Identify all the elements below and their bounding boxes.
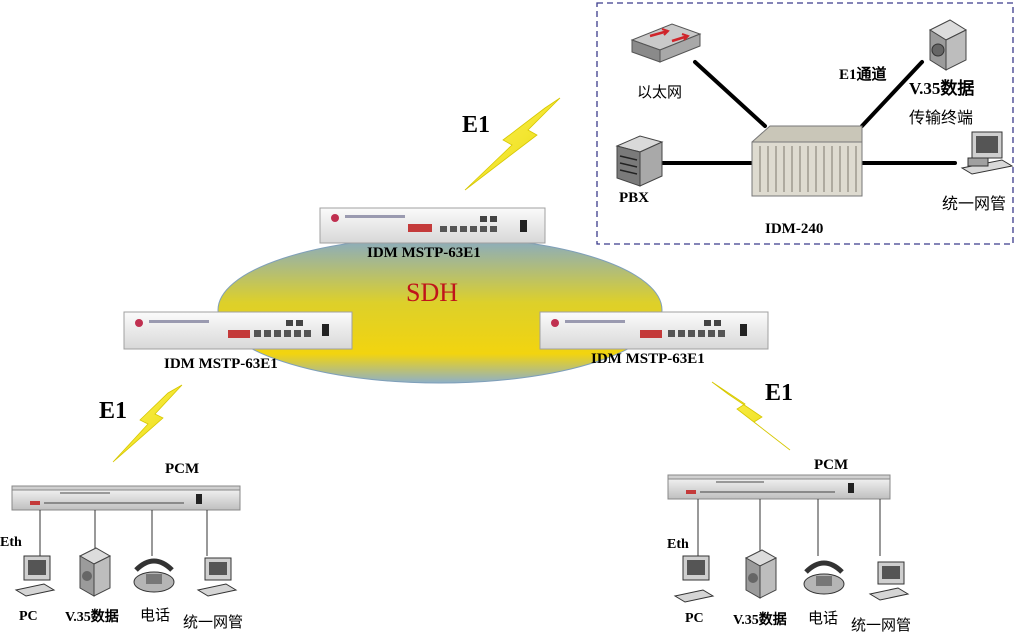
e1-label-right: E1 [765, 380, 794, 406]
pcm-left-pc: PC [19, 609, 38, 624]
pcm-right-nms: 统一网管 [851, 616, 912, 634]
idm-240-chassis [751, 125, 863, 197]
inset-idm240-label: IDM-240 [765, 221, 824, 237]
phone-right-icon [803, 560, 845, 595]
mstp-device-top [319, 207, 546, 244]
pcm-right-drops [697, 499, 881, 556]
inset-v35-line2: 传输终端 [909, 108, 974, 127]
pc-right-icon [673, 555, 715, 603]
v35-right-icon [744, 549, 778, 599]
lightning-top-icon [464, 97, 561, 191]
node-left-model: IDM MSTP-63E1 [164, 356, 278, 372]
pcm-right-eth: Eth [667, 537, 689, 552]
node-right-model: IDM MSTP-63E1 [591, 351, 705, 367]
pcm-device-right [667, 474, 891, 500]
inset-box [596, 2, 1014, 245]
sdh-ring-label: SDH [406, 278, 459, 307]
pcm-right-phone: 电话 [808, 609, 839, 627]
v35-terminal-icon [928, 19, 968, 71]
pcm-right-pc: PC [685, 611, 704, 626]
nms-left-icon [196, 557, 238, 597]
pcm-right-v35: V.35数据 [733, 613, 787, 628]
pcm-left-drops [39, 510, 208, 556]
pcm-device-left [11, 485, 241, 511]
lightning-right-icon [711, 381, 791, 451]
inset-links [661, 60, 957, 165]
pc-left-icon [14, 555, 56, 597]
nms-pc-icon [960, 131, 1014, 175]
e1-label-top: E1 [462, 112, 491, 138]
pcm-left-v35: V.35数据 [65, 610, 119, 625]
inset-v35-line1: V.35数据 [909, 79, 975, 98]
e1-label-left: E1 [99, 398, 128, 424]
lightning-left-icon [112, 384, 183, 463]
pcm-left-eth: Eth [0, 535, 22, 550]
inset-pbx-label: PBX [619, 190, 649, 206]
mstp-device-left [123, 311, 353, 350]
mstp-device-right [539, 311, 769, 350]
v35-left-icon [78, 547, 112, 597]
node-top-model: IDM MSTP-63E1 [367, 245, 481, 261]
pcm-left-phone: 电话 [140, 606, 171, 624]
pbx-server-icon [615, 135, 664, 187]
inset-ethernet-label: 以太网 [637, 83, 683, 101]
ethernet-switch-icon [630, 23, 702, 63]
pcm-right-title: PCM [814, 457, 849, 473]
inset-nms-label: 统一网管 [942, 194, 1007, 213]
pcm-left-title: PCM [165, 461, 200, 477]
inset-e1-channel-label: E1通道 [839, 67, 887, 83]
phone-left-icon [133, 558, 175, 593]
pcm-left-nms: 统一网管 [183, 613, 244, 631]
nms-right-icon [868, 561, 910, 601]
